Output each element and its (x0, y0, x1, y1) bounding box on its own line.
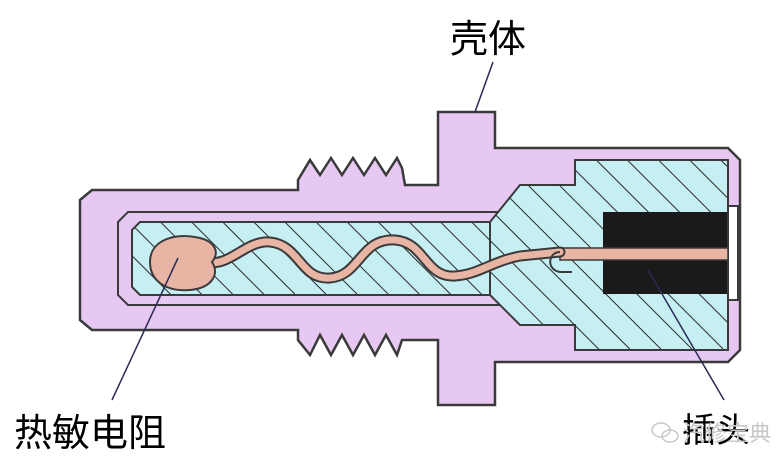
plug-end-cap (727, 205, 739, 301)
watermark-text: 汽修宝典 (683, 422, 771, 447)
thermistor-label: 热敏电阻 (14, 411, 166, 455)
watermark: 汽修宝典 (651, 422, 771, 447)
housing-label: 壳体 (450, 17, 526, 61)
thermistor-bead (148, 235, 217, 292)
plug-leader-line (647, 269, 725, 401)
lead-wire (559, 247, 729, 261)
wechat-icon (651, 422, 679, 443)
housing-leader-line (474, 61, 494, 113)
plug-label: 插头 (682, 411, 750, 451)
wire-hook (549, 251, 572, 273)
thermistor-leader-line (111, 257, 179, 401)
resistance-wire-core (201, 236, 564, 282)
